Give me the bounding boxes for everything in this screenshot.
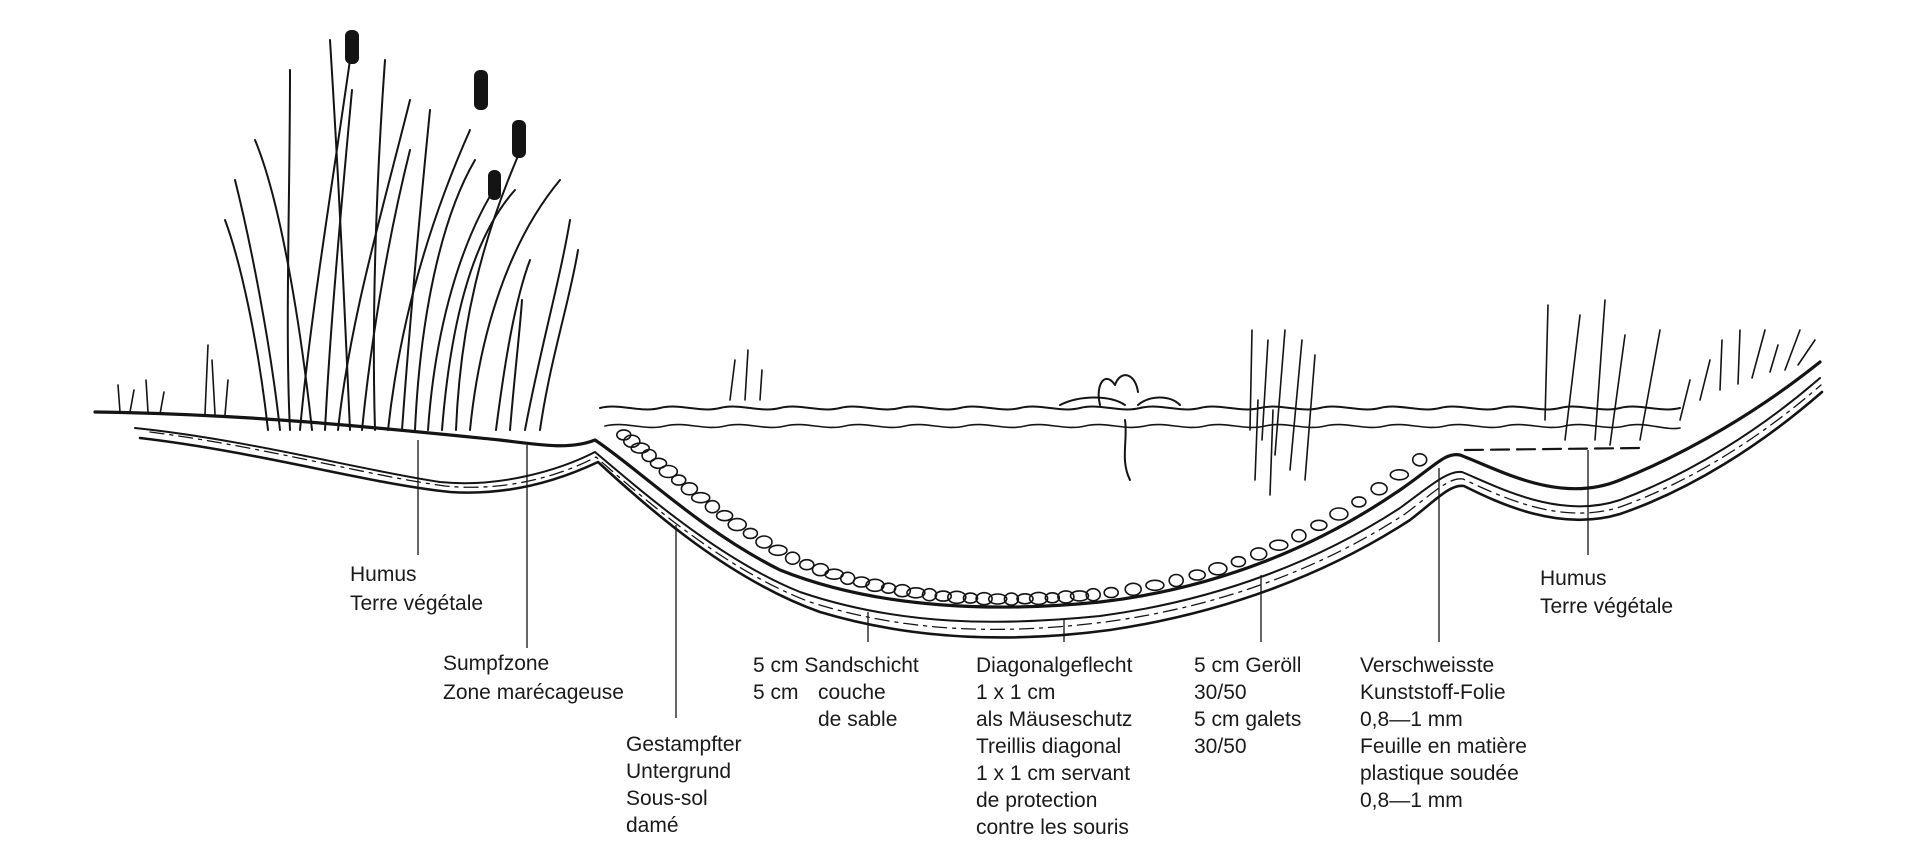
pebble	[852, 576, 871, 588]
pebble	[1103, 586, 1119, 599]
pebble-icon	[615, 429, 1428, 606]
sand-layer-line	[134, 377, 1821, 623]
pebble	[921, 587, 938, 602]
pebble	[893, 583, 912, 598]
pebble	[715, 509, 734, 522]
leader-lines	[417, 440, 1589, 718]
pebble	[1057, 590, 1075, 604]
pebble	[1016, 592, 1034, 605]
label-diagonalgeflecht: Diagonalgeflecht 1 x 1 cm als Mäuseschut…	[976, 654, 1138, 839]
water-line-dashed	[1463, 446, 1642, 452]
pebble	[755, 535, 773, 549]
pebble	[727, 517, 748, 532]
pebble	[1168, 573, 1184, 588]
cattail-reed-icon	[224, 30, 579, 431]
pebble	[946, 590, 967, 605]
pebble	[1291, 528, 1307, 543]
pebble	[1351, 496, 1367, 508]
label-geroell: 5 cm Geröll 30/50 5 cm galets 30/50	[1194, 654, 1307, 758]
pebble	[1230, 555, 1247, 568]
label-sumpfzone: Sumpfzone Zone marécageuse	[443, 652, 624, 704]
water-line-lower	[604, 423, 1681, 430]
liner-dash-line	[149, 384, 1822, 631]
pebble	[670, 474, 687, 486]
pebble	[906, 586, 926, 599]
pebble	[1269, 539, 1289, 552]
pebble	[630, 442, 651, 454]
label-gestampfter-untergrund: Gestampfter Untergrund Sous-sol damé	[626, 733, 747, 837]
pebble	[690, 491, 711, 504]
pebble	[1044, 591, 1061, 604]
pebble	[658, 464, 679, 479]
pebble	[975, 591, 993, 606]
water-surface	[599, 405, 1681, 452]
pebble	[839, 571, 856, 586]
pebble	[649, 457, 668, 470]
pebble	[680, 481, 699, 496]
pebble	[1145, 579, 1165, 592]
pebble	[1003, 592, 1020, 606]
callout-labels: Humus Terre végétale Sumpfzone Zone maré…	[350, 563, 1673, 839]
label-humus-right: Humus Terre végétale	[1540, 567, 1673, 618]
pebble	[1188, 569, 1206, 581]
pebble	[1249, 547, 1268, 561]
pebble	[1069, 590, 1090, 602]
pebble	[1028, 591, 1049, 606]
pebble	[1124, 582, 1142, 597]
label-humus-left: Humus Terre végétale	[350, 563, 483, 615]
pebble	[1208, 561, 1228, 576]
pebble	[811, 562, 830, 577]
pebble	[1085, 587, 1101, 602]
pebble	[742, 527, 759, 540]
pebble	[987, 593, 1008, 605]
pebble	[934, 590, 953, 602]
label-kunststoff-folie: Verschweisste Kunststoff-Folie 0,8—1 mm …	[1360, 654, 1533, 812]
pebble	[1310, 519, 1328, 532]
pebble	[1389, 468, 1410, 481]
pebble	[798, 558, 815, 571]
pebble	[704, 499, 721, 514]
pebble	[962, 592, 979, 604]
label-sandschicht: 5 cm Sandschicht 5 cm	[753, 654, 925, 704]
pebble	[641, 448, 657, 463]
water-lily-icon	[1059, 374, 1181, 481]
label-couche-de-sable: couche de sable	[818, 681, 897, 731]
pebble	[1329, 507, 1349, 521]
water-line-upper	[599, 405, 1681, 411]
pebble	[784, 551, 801, 566]
pebble	[1411, 452, 1428, 467]
pebble	[768, 544, 788, 557]
pebble	[1370, 481, 1388, 496]
grass-tuft-icon	[117, 299, 1816, 496]
ground-surface-line	[93, 360, 1822, 609]
